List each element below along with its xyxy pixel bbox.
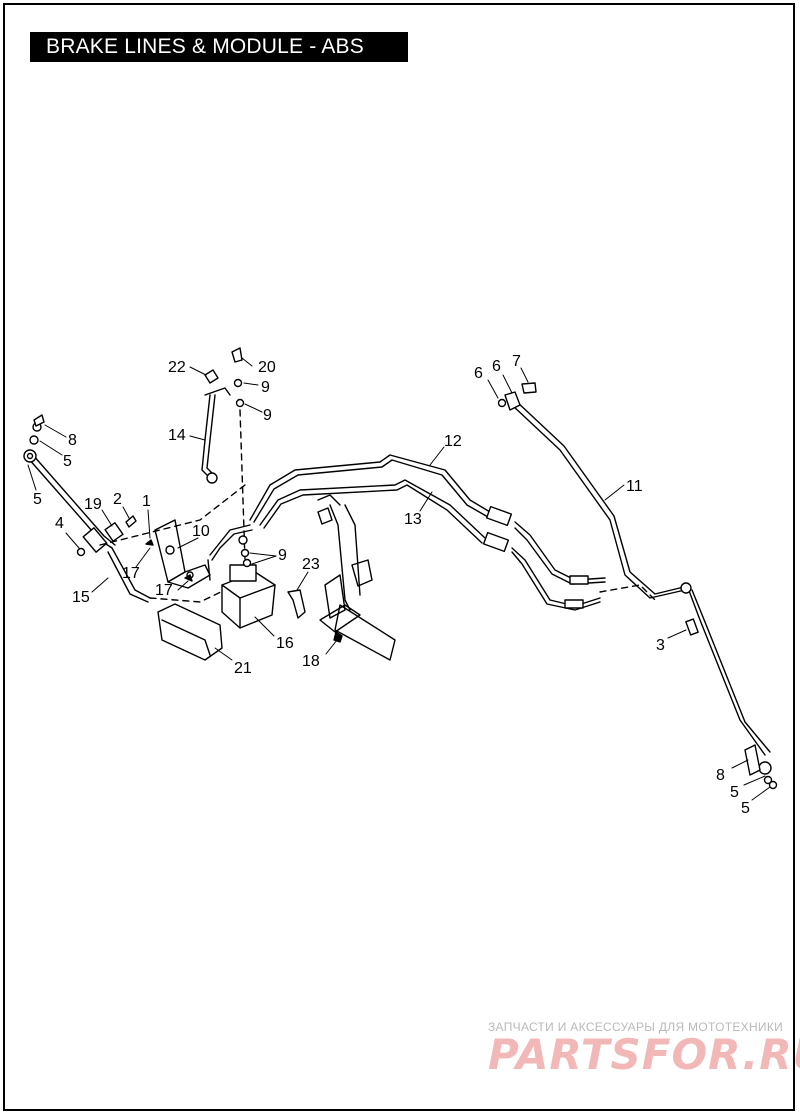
callout-1: 1: [142, 493, 151, 510]
callout-4: 4: [55, 515, 64, 532]
brake-line-11: [497, 382, 778, 790]
callout-6: 6: [492, 358, 501, 375]
callout-8: 8: [68, 432, 77, 449]
callout-numbers: 22 20 9 9 14 8 5 5 19 2 1 10 4 17 17 15 …: [33, 353, 750, 817]
callout-10: 10: [192, 523, 210, 540]
callout-13: 13: [404, 511, 422, 528]
page-title: BRAKE LINES & MODULE - ABS: [30, 32, 408, 62]
callout-9: 9: [278, 547, 287, 564]
hose-14: [201, 387, 231, 484]
watermark-logo: PARTSFOR.RU: [488, 1030, 800, 1079]
small-fittings: [76, 515, 193, 582]
brake-lines-12-13: [249, 454, 606, 611]
leader-lines: [27, 357, 771, 801]
callout-6: 6: [474, 365, 483, 382]
callout-17: 17: [122, 565, 140, 582]
callout-9: 9: [263, 407, 272, 424]
callout-22: 22: [168, 359, 186, 376]
callout-8: 8: [716, 767, 725, 784]
bracket-23: [287, 589, 343, 643]
callout-16: 16: [276, 635, 294, 652]
callout-12: 12: [444, 433, 462, 450]
callout-5: 5: [33, 491, 42, 508]
callout-5: 5: [741, 800, 750, 817]
callout-2: 2: [113, 491, 122, 508]
abs-module-16: [207, 524, 276, 629]
callout-3: 3: [656, 637, 665, 654]
callout-5: 5: [730, 784, 739, 801]
callout-5: 5: [63, 453, 72, 470]
brake-line-15: [23, 414, 151, 603]
watermark-tagline: ЗАПЧАСТИ И АКСЕССУАРЫ ДЛЯ МОТОТЕХНИКИ: [488, 1020, 784, 1034]
callout-11: 11: [626, 478, 643, 495]
callout-21: 21: [234, 660, 252, 677]
callout-15: 15: [72, 589, 90, 606]
frame-tube: [317, 494, 396, 661]
callout-17: 17: [155, 582, 173, 599]
upper-fasteners: [99, 347, 246, 603]
callout-7: 7: [512, 353, 521, 370]
callout-20: 20: [258, 359, 276, 376]
callout-23: 23: [302, 556, 320, 573]
callout-14: 14: [168, 427, 186, 444]
diagram-frame: [3, 3, 795, 1111]
callout-18: 18: [302, 653, 320, 670]
cover-21: [157, 603, 223, 661]
callout-19: 19: [84, 496, 102, 513]
callout-9: 9: [261, 379, 270, 396]
